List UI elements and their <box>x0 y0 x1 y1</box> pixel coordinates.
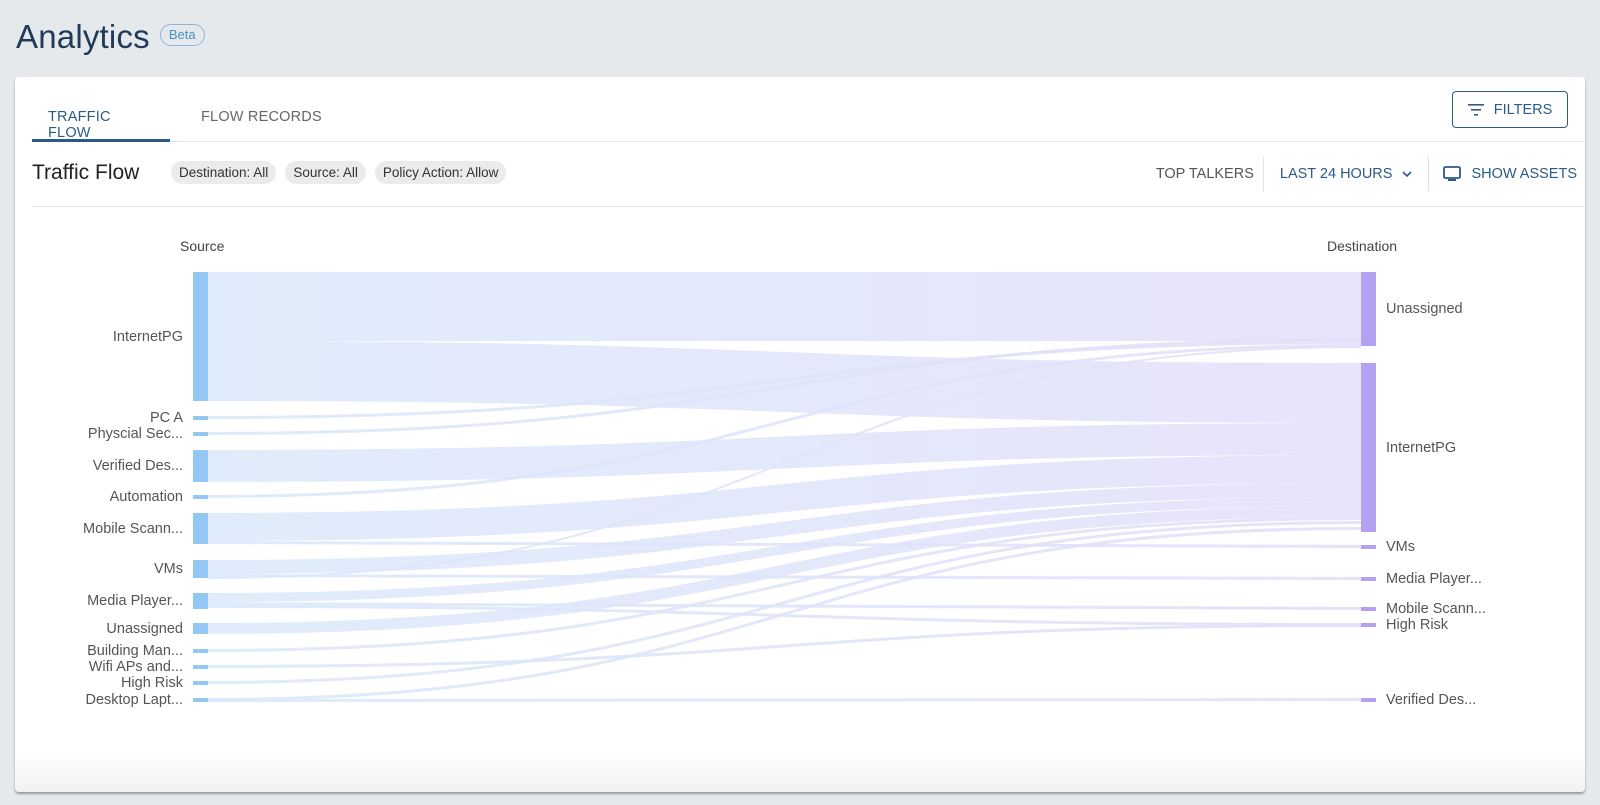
tab-bar: TRAFFIC FLOW FLOW RECORDS <box>32 77 1585 142</box>
source-node[interactable] <box>193 560 208 578</box>
filter-chips: Destination: All Source: All Policy Acti… <box>171 161 507 184</box>
source-node[interactable] <box>193 623 208 634</box>
tab-flow-records[interactable]: FLOW RECORDS <box>201 109 322 125</box>
source-node-label: Wifi APs and... <box>88 659 183 675</box>
destination-column-label: Destination <box>1327 238 1398 254</box>
source-node-label: Building Man... <box>87 643 183 659</box>
source-node-label: Automation <box>109 489 183 505</box>
sankey-link[interactable] <box>207 521 1362 684</box>
sankey-link[interactable] <box>207 698 1362 702</box>
source-node-label: Verified Des... <box>92 458 183 474</box>
chevron-down-icon <box>1402 171 1413 177</box>
destination-node[interactable] <box>1361 363 1376 532</box>
source-node[interactable] <box>193 513 208 544</box>
show-assets-button[interactable]: SHOW ASSETS <box>1429 157 1585 191</box>
monitor-icon <box>1443 166 1462 181</box>
sankey-link[interactable] <box>207 517 1362 652</box>
source-node-label: Mobile Scann... <box>83 520 183 537</box>
sankey-link[interactable] <box>207 602 1362 610</box>
tab-traffic-flow[interactable]: TRAFFIC FLOW <box>32 109 170 142</box>
destination-node[interactable] <box>1361 545 1376 549</box>
source-node[interactable] <box>193 272 208 401</box>
right-tools: TOP TALKERS LAST 24 HOURS SHOW ASSETS <box>1148 157 1585 191</box>
sankey-link[interactable] <box>207 527 1362 701</box>
source-node-label: Desktop Lapt... <box>85 692 183 708</box>
sankey-link[interactable] <box>207 483 1362 574</box>
top-talkers-button[interactable]: TOP TALKERS <box>1155 166 1254 182</box>
sankey-link[interactable] <box>207 423 1362 482</box>
destination-node[interactable] <box>1361 607 1376 611</box>
sankey-link[interactable] <box>207 341 1362 423</box>
source-node[interactable] <box>193 649 208 653</box>
sankey-link[interactable] <box>207 541 1362 548</box>
filter-icon <box>1467 103 1484 116</box>
sankey-link[interactable] <box>207 344 1362 498</box>
destination-node[interactable] <box>1361 623 1376 627</box>
destination-node-label: Unassigned <box>1386 301 1463 317</box>
chip-policy-action[interactable]: Policy Action: Allow <box>374 161 507 184</box>
filters-button[interactable]: FILTERS <box>1452 91 1568 128</box>
page-header: Analytics Beta <box>16 18 205 56</box>
sankey-link[interactable] <box>207 497 1362 602</box>
beta-badge: Beta <box>159 24 205 46</box>
source-node-label: Physcial Sec... <box>87 426 183 442</box>
traffic-flow-toolbar: Traffic Flow Destination: All Source: Al… <box>32 143 1585 207</box>
time-range-dropdown[interactable]: LAST 24 HOURS <box>1262 157 1430 191</box>
destination-node-label: High Risk <box>1386 617 1449 633</box>
source-node[interactable] <box>193 681 208 685</box>
sankey-link[interactable] <box>207 506 1362 634</box>
time-range-label: LAST 24 HOURS <box>1279 166 1393 182</box>
destination-node[interactable] <box>1361 272 1376 346</box>
source-node-label: Unassigned <box>106 620 183 637</box>
source-node-label: PC A <box>149 410 183 426</box>
section-title: Traffic Flow <box>32 161 140 184</box>
chip-destination[interactable]: Destination: All <box>171 161 277 184</box>
sankey-link[interactable] <box>207 574 1362 580</box>
destination-node-label: InternetPG <box>1386 439 1457 456</box>
filters-label: FILTERS <box>1493 101 1553 118</box>
source-node-label: High Risk <box>120 675 183 691</box>
source-node[interactable] <box>193 593 208 609</box>
source-node[interactable] <box>193 495 208 499</box>
sankey-link[interactable] <box>207 338 1362 435</box>
source-node-label: VMs <box>154 561 183 577</box>
sankey-link[interactable] <box>207 624 1362 668</box>
destination-node-label: Mobile Scann... <box>1386 601 1486 617</box>
destination-node-label: VMs <box>1386 539 1415 555</box>
source-node-label: Media Player... <box>87 593 183 609</box>
destination-node-label: Verified Des... <box>1386 692 1477 708</box>
sankey-links <box>207 272 1362 702</box>
destination-node[interactable] <box>1361 577 1376 581</box>
sankey-link[interactable] <box>207 455 1362 541</box>
chip-source[interactable]: Source: All <box>285 161 366 184</box>
show-assets-label: SHOW ASSETS <box>1471 166 1577 182</box>
source-node[interactable] <box>193 416 208 420</box>
destination-node[interactable] <box>1361 698 1376 702</box>
analytics-card: TRAFFIC FLOW FLOW RECORDS FILTERS Traffi… <box>15 77 1585 792</box>
sankey-svg <box>193 272 1376 702</box>
sankey-link[interactable] <box>207 341 1362 419</box>
source-node-label: InternetPG <box>112 328 183 345</box>
source-node[interactable] <box>193 432 208 436</box>
source-node[interactable] <box>193 698 208 702</box>
destination-node-label: Media Player... <box>1386 571 1482 587</box>
source-node[interactable] <box>193 665 208 669</box>
page-title: Analytics <box>16 18 150 55</box>
source-column-label: Source <box>180 238 225 254</box>
source-node[interactable] <box>193 450 208 482</box>
sankey-link[interactable] <box>207 346 1362 579</box>
